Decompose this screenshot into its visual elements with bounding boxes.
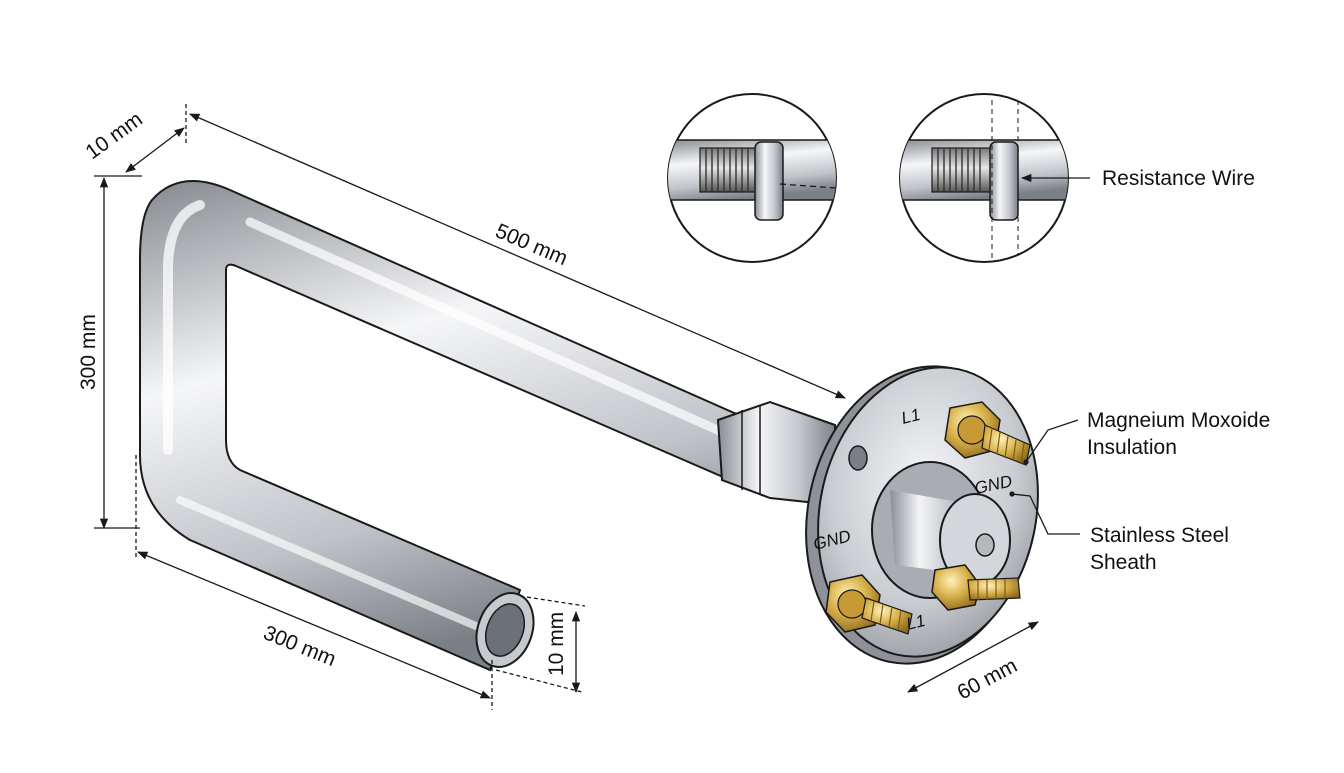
label-insulation-line1: Magneium Moxoide: [1087, 409, 1270, 432]
label-insulation-line2: Insulation: [1087, 436, 1177, 459]
label-resistance-wire: Resistance Wire: [1102, 167, 1255, 190]
label-sheath-line1: Stainless Steel: [1090, 524, 1229, 547]
terminal-bottom-right: [931, 564, 1021, 611]
u-shaped-tube: [139, 180, 752, 672]
dim-tube-diameter-end: 10 mm: [545, 612, 568, 676]
callout-resistance-wire: Resistance Wire: [1020, 167, 1255, 190]
dimension-lines: [94, 104, 1039, 710]
mounting-flange: [805, 365, 1039, 665]
callout-insulation: Magneium Moxoide Insulation: [1023, 409, 1270, 465]
detail-view-left: [667, 93, 837, 263]
dim-tube-diameter-top: 10 mm: [81, 108, 146, 164]
dim-height: 300 mm: [77, 314, 100, 390]
label-sheath-line2: Sheath: [1090, 551, 1157, 574]
callout-sheath: Stainless Steel Sheath: [1009, 491, 1229, 574]
detail-view-right: [899, 93, 1069, 263]
terminal-bottom-left: [825, 574, 913, 635]
dim-bottom-length: 300 mm: [260, 621, 339, 671]
terminal-top: [944, 401, 1031, 466]
terminal-label-l1-top: L1: [899, 405, 922, 428]
tube-collar: [716, 400, 836, 507]
flange-bolt-hole: [848, 445, 868, 471]
